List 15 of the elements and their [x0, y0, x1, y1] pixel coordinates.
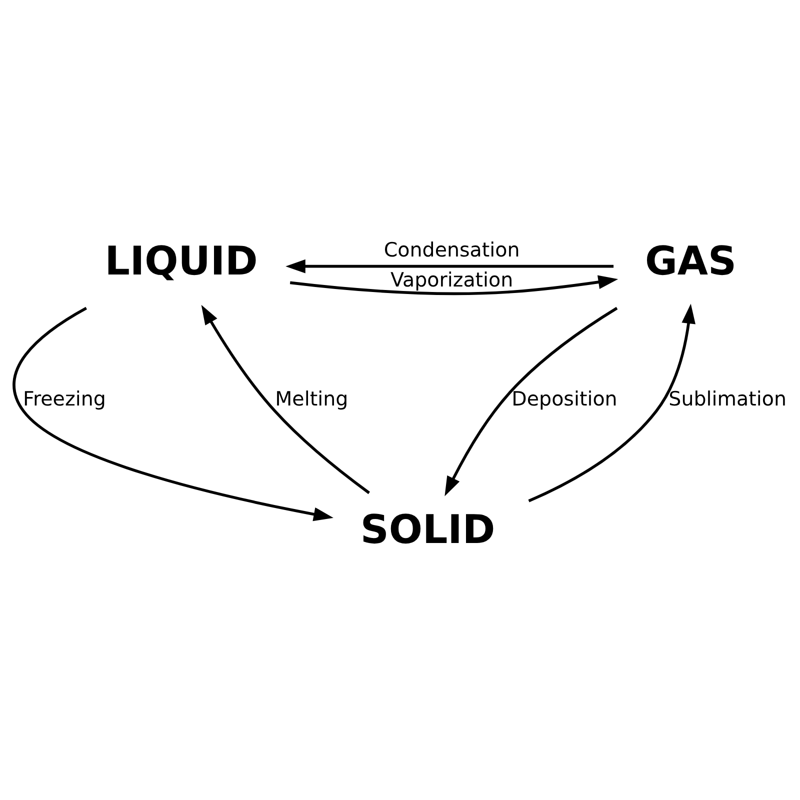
edge-label: Freezing [23, 387, 106, 410]
node-text: GAS [644, 238, 737, 284]
arrow [12, 306, 334, 521]
edge-label: Condensation [384, 238, 520, 262]
arrow [528, 303, 696, 502]
arrow [290, 274, 618, 295]
edge-label: Deposition [512, 387, 618, 410]
edge-label: Vaporization [390, 268, 514, 291]
arrow [201, 304, 370, 494]
arrow [444, 306, 618, 496]
node-text: LIQUID [104, 238, 258, 284]
edge-label: Melting [275, 387, 348, 410]
node-text: SOLID [360, 506, 496, 553]
edge-label: Sublimation [668, 387, 787, 410]
arrow [286, 258, 614, 273]
